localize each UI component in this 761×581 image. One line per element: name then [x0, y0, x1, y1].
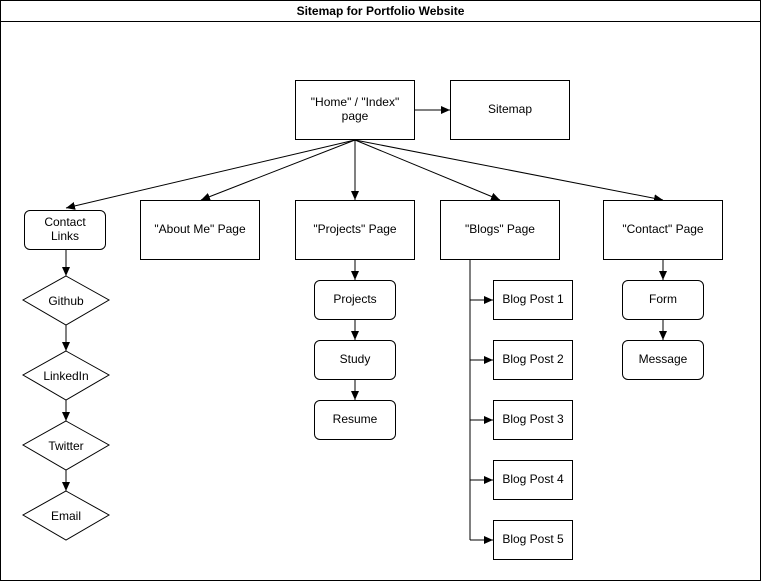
- contact-links-node[interactable]: Contact Links: [24, 210, 106, 250]
- projects-page-node[interactable]: "Projects" Page: [295, 200, 415, 260]
- projects-node[interactable]: Projects: [314, 280, 396, 320]
- twitter-diamond: [21, 420, 111, 471]
- home-node[interactable]: "Home" / "Index" page: [295, 80, 415, 140]
- edge-home-about: [200, 139, 356, 201]
- resume-node[interactable]: Resume: [314, 400, 396, 440]
- email-diamond: [21, 490, 111, 541]
- linkedin-label[interactable]: LinkedIn: [43, 368, 89, 383]
- blog-post-5-node[interactable]: Blog Post 5: [493, 520, 573, 560]
- about-page-node[interactable]: "About Me" Page: [140, 200, 260, 260]
- github-label[interactable]: Github: [48, 293, 84, 308]
- email-label[interactable]: Email: [50, 508, 81, 523]
- blogs-page-node[interactable]: "Blogs" Page: [440, 200, 560, 260]
- contact-page-node[interactable]: "Contact" Page: [603, 200, 723, 260]
- blog-post-4-node[interactable]: Blog Post 4: [493, 460, 573, 500]
- message-node[interactable]: Message: [622, 340, 704, 380]
- diagram-title: Sitemap for Portfolio Website: [296, 4, 465, 18]
- edge-home-blogs: [354, 139, 501, 201]
- blog-post-1-node[interactable]: Blog Post 1: [493, 280, 573, 320]
- blog-post-2-node[interactable]: Blog Post 2: [493, 340, 573, 380]
- sitemap-node[interactable]: Sitemap: [450, 80, 570, 140]
- linkedin-diamond: [21, 350, 111, 401]
- edge-home-contact-links: [65, 139, 356, 210]
- blog-post-3-node[interactable]: Blog Post 3: [493, 400, 573, 440]
- twitter-label[interactable]: Twitter: [48, 438, 84, 453]
- study-node[interactable]: Study: [314, 340, 396, 380]
- edge-home-contact: [354, 139, 664, 203]
- github-diamond: [21, 275, 111, 326]
- form-node[interactable]: Form: [622, 280, 704, 320]
